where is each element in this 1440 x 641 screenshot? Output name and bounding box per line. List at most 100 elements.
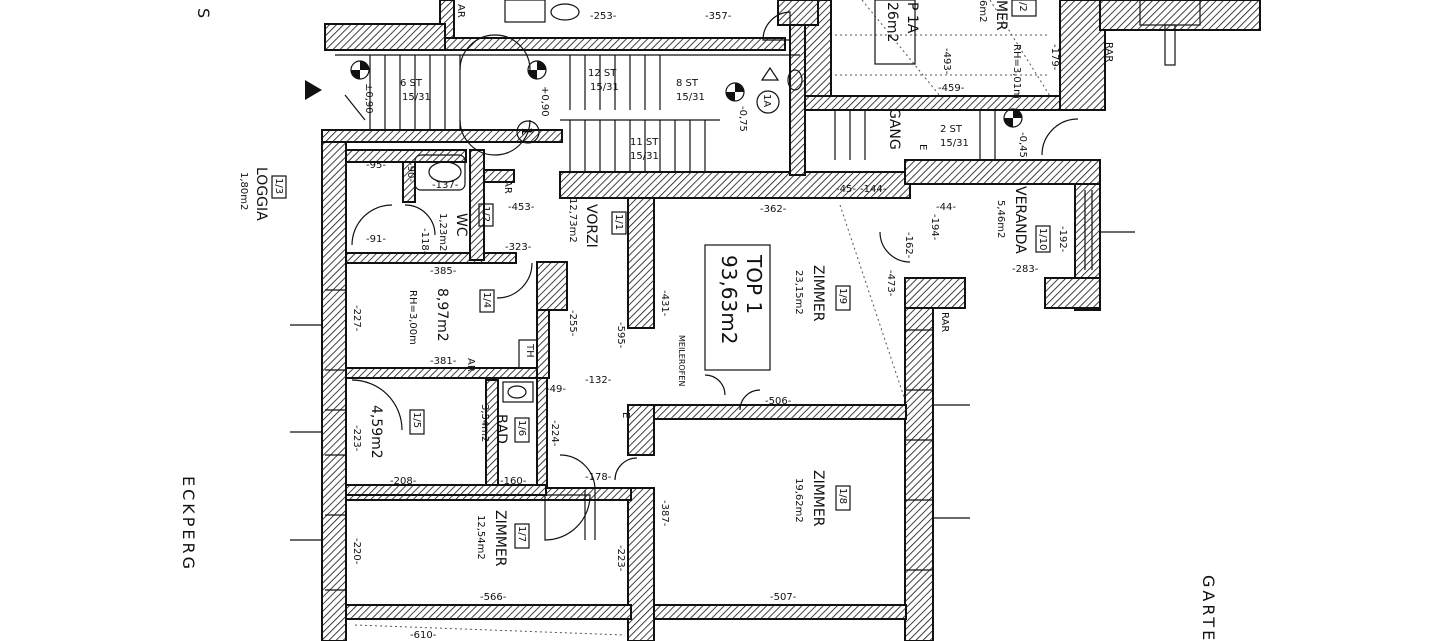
dim-90: -90- <box>405 162 416 182</box>
rar-label-right: RAR <box>939 312 950 332</box>
stair-treads-mid <box>569 55 661 110</box>
dim-381: -381- <box>430 356 457 367</box>
level-4: -0,45 <box>1017 132 1028 158</box>
stair-lines <box>335 34 1050 172</box>
rar-label-top: RAR <box>1103 42 1114 62</box>
windows <box>290 190 1135 591</box>
dim-362: -362- <box>760 204 787 215</box>
dim-44: -44- <box>936 202 956 213</box>
unit-1a-area: 26m2 <box>884 2 900 42</box>
stair-3-ratio: 15/31 <box>676 92 705 103</box>
dim-323: -323- <box>505 242 532 253</box>
room-1-5-id: 1/5 <box>411 412 422 428</box>
room-1-7-area: 12,54m2 <box>475 515 486 560</box>
doors <box>351 11 1079 541</box>
fixtures <box>414 0 1201 403</box>
room-1-8-name: ZIMMER <box>810 470 826 527</box>
meilerofen-label: MEILEROFEN <box>677 335 686 386</box>
room-1-1-id: 1/1 <box>613 214 624 230</box>
dim-357: -357- <box>705 11 732 22</box>
room-2-note: RH=3,01m <box>1011 44 1022 99</box>
dim-493: -493- <box>941 48 952 75</box>
dim-194: -194- <box>929 214 940 241</box>
dim-208: -208- <box>390 476 417 487</box>
street-label-top: S <box>194 8 213 21</box>
street-label-right: GARTE <box>1199 575 1218 641</box>
unit-area: 93,63m2 <box>717 255 741 344</box>
dim-178: -178- <box>585 472 612 483</box>
dim-95: -95- <box>366 160 386 171</box>
dim-160: -160- <box>500 476 527 487</box>
room-2-area: 6m2 <box>977 0 988 22</box>
dim-473: -473- <box>885 270 896 297</box>
th-label: TH <box>524 343 535 358</box>
marker-1a: 1A <box>761 94 772 107</box>
dim-387: -387- <box>659 500 670 527</box>
room-1-10-area: 5,46m2 <box>995 200 1006 238</box>
room-1-9-area: 23,15m2 <box>793 270 804 315</box>
room-1-1-name: VORZI <box>583 204 599 248</box>
room-1-5-area: 4,59m2 <box>368 405 384 459</box>
stair-1-ratio: 15/31 <box>402 92 431 103</box>
triangle-marker-icon <box>760 66 780 81</box>
dim-283: -283- <box>1012 264 1039 275</box>
room-1-8-area: 19,62m2 <box>793 478 804 523</box>
room-2-id: /2 <box>1017 2 1028 12</box>
dim-91: -91- <box>366 234 386 245</box>
dim-162: -162- <box>903 232 914 259</box>
stair-4-ratio: 15/31 <box>630 151 659 162</box>
dim-507: -507- <box>770 592 797 603</box>
stair-treads-lower <box>560 119 720 172</box>
gang-label: GANG <box>886 108 902 150</box>
room-1-9-id: 1/9 <box>837 288 848 304</box>
room-2-name: MER <box>993 0 1009 31</box>
ar-label-bad: AR <box>465 358 476 372</box>
stair-treads-left <box>369 55 461 130</box>
room-1-6-name: BAD <box>493 414 509 444</box>
stair-4-steps: 11 ST <box>630 137 659 148</box>
labels: TOP 1 93,63m2 1 1A 1/1 VORZI 12,73m2 1/2… <box>179 0 1218 641</box>
room-1-3-id: 1/3 <box>273 178 284 194</box>
dim-45: -45- <box>836 184 856 195</box>
dim-220: -220- <box>351 538 362 565</box>
dim-118: -118- <box>419 228 430 255</box>
dim-253: -253- <box>590 11 617 22</box>
room-1-3-name: LOGGIA <box>253 167 269 221</box>
e-label-2: E <box>620 412 631 418</box>
room-1-4-id: 1/4 <box>481 292 492 308</box>
stair-2-steps: 12 ST <box>588 68 617 79</box>
dim-49: -49- <box>546 384 566 395</box>
dim-223-left: -223- <box>351 425 362 452</box>
room-1-6-area: 3,54m2 <box>479 404 490 442</box>
room-1-10-id: 1/10 <box>1037 228 1048 250</box>
dim-192-right: -192- <box>1057 226 1068 253</box>
street-label-left: ECKPERG <box>179 476 198 572</box>
room-1-2-name: WC <box>453 213 469 237</box>
level-markers <box>305 60 1023 128</box>
room-1-7-name: ZIMMER <box>492 510 508 567</box>
level-marker-4 <box>1003 108 1023 128</box>
dim-255: -255- <box>567 310 578 337</box>
dim-566: -566- <box>480 592 507 603</box>
dim-453: -453- <box>508 202 535 213</box>
dim-137: -137- <box>432 180 459 191</box>
level-1: ±0,90 <box>363 83 374 114</box>
ar-label-top: AR <box>455 4 466 18</box>
room-1-7-id: 1/7 <box>516 526 527 542</box>
room-1-2-id: 1/2 <box>480 206 491 222</box>
entry-arrow-icon <box>305 80 322 100</box>
dim-227: -227- <box>351 305 362 332</box>
room-1-4-area: 8,97m2 <box>434 288 450 342</box>
level-2: +0,90 <box>539 86 550 117</box>
dim-223-mid: -223- <box>615 545 626 572</box>
dim-179: -179- <box>1049 44 1060 71</box>
dim-595: -595- <box>615 322 626 349</box>
unit-1a-title: P 1A <box>904 2 920 34</box>
dim-144: -144- <box>860 184 887 195</box>
room-1-9-name: ZIMMER <box>810 265 826 322</box>
stair-3-steps: 8 ST <box>676 78 699 89</box>
dim-385: -385- <box>430 266 457 277</box>
room-1-8-id: 1/8 <box>837 488 848 504</box>
level-marker-1 <box>350 60 370 80</box>
